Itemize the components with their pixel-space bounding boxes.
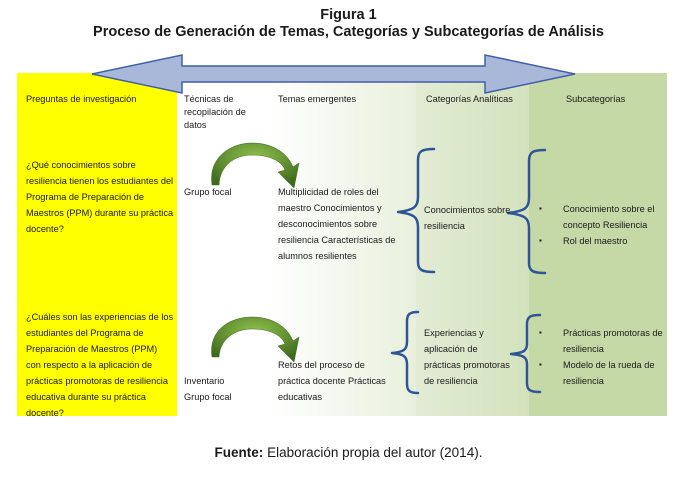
technique-grupo-focal: Grupo focal	[184, 187, 232, 197]
source-note: Fuente: Elaboración propia del autor (20…	[0, 445, 697, 460]
header-tecnicas: Técnicas de recopilación de datos	[184, 94, 246, 130]
emergent-themes-1: Multiplicidad de roles del maestro Conoc…	[278, 187, 396, 261]
curly-brace-icon	[509, 313, 542, 394]
list-item: Prácticas promotoras de resiliencia	[536, 325, 664, 357]
header-categorias: Categorías Analíticas	[426, 94, 513, 104]
column-categorias	[416, 73, 529, 416]
technique-grupo-focal: Grupo focal	[184, 392, 232, 402]
figure-label: Figura 1	[320, 7, 377, 23]
double-arrow-icon	[91, 54, 576, 94]
source-label: Fuente:	[214, 445, 264, 460]
subcategory-list-1: Conocimiento sobre el concepto Resilienc…	[536, 201, 664, 249]
column-tecnicas	[177, 73, 269, 416]
curly-brace-icon	[396, 147, 436, 274]
header-subcategorias: Subcategorías	[566, 94, 626, 104]
list-item: Conocimiento sobre el concepto Resilienc…	[536, 201, 664, 233]
source-text: Elaboración propia del autor (2014).	[267, 445, 483, 460]
curved-arrow-icon	[211, 142, 300, 189]
category-2: Experiencias y aplicación de prácticas p…	[424, 328, 510, 386]
list-item: Modelo de la rueda de resiliencia	[536, 357, 664, 389]
column-preguntas	[17, 73, 177, 416]
list-item: Rol del maestro	[536, 233, 664, 249]
curved-arrow-icon	[211, 316, 300, 363]
technique-inventario: Inventario	[184, 376, 225, 386]
curly-brace-icon	[506, 148, 547, 275]
header-temas: Temas emergentes	[278, 94, 357, 104]
category-1: Conocimientos sobre resiliencia	[424, 205, 511, 231]
emergent-themes-2: Retos del proceso de práctica docente Pr…	[278, 360, 386, 402]
subcategory-list-2: Prácticas promotoras de resiliencia Mode…	[536, 325, 664, 389]
research-question-1: ¿Qué conocimientos sobre resiliencia tie…	[26, 160, 174, 234]
curly-brace-icon	[390, 310, 420, 395]
research-question-2: ¿Cuáles son las experiencias de los estu…	[26, 312, 174, 418]
figure-title: Proceso de Generación de Temas, Categorí…	[93, 24, 604, 40]
header-preguntas: Preguntas de investigación	[26, 94, 137, 104]
